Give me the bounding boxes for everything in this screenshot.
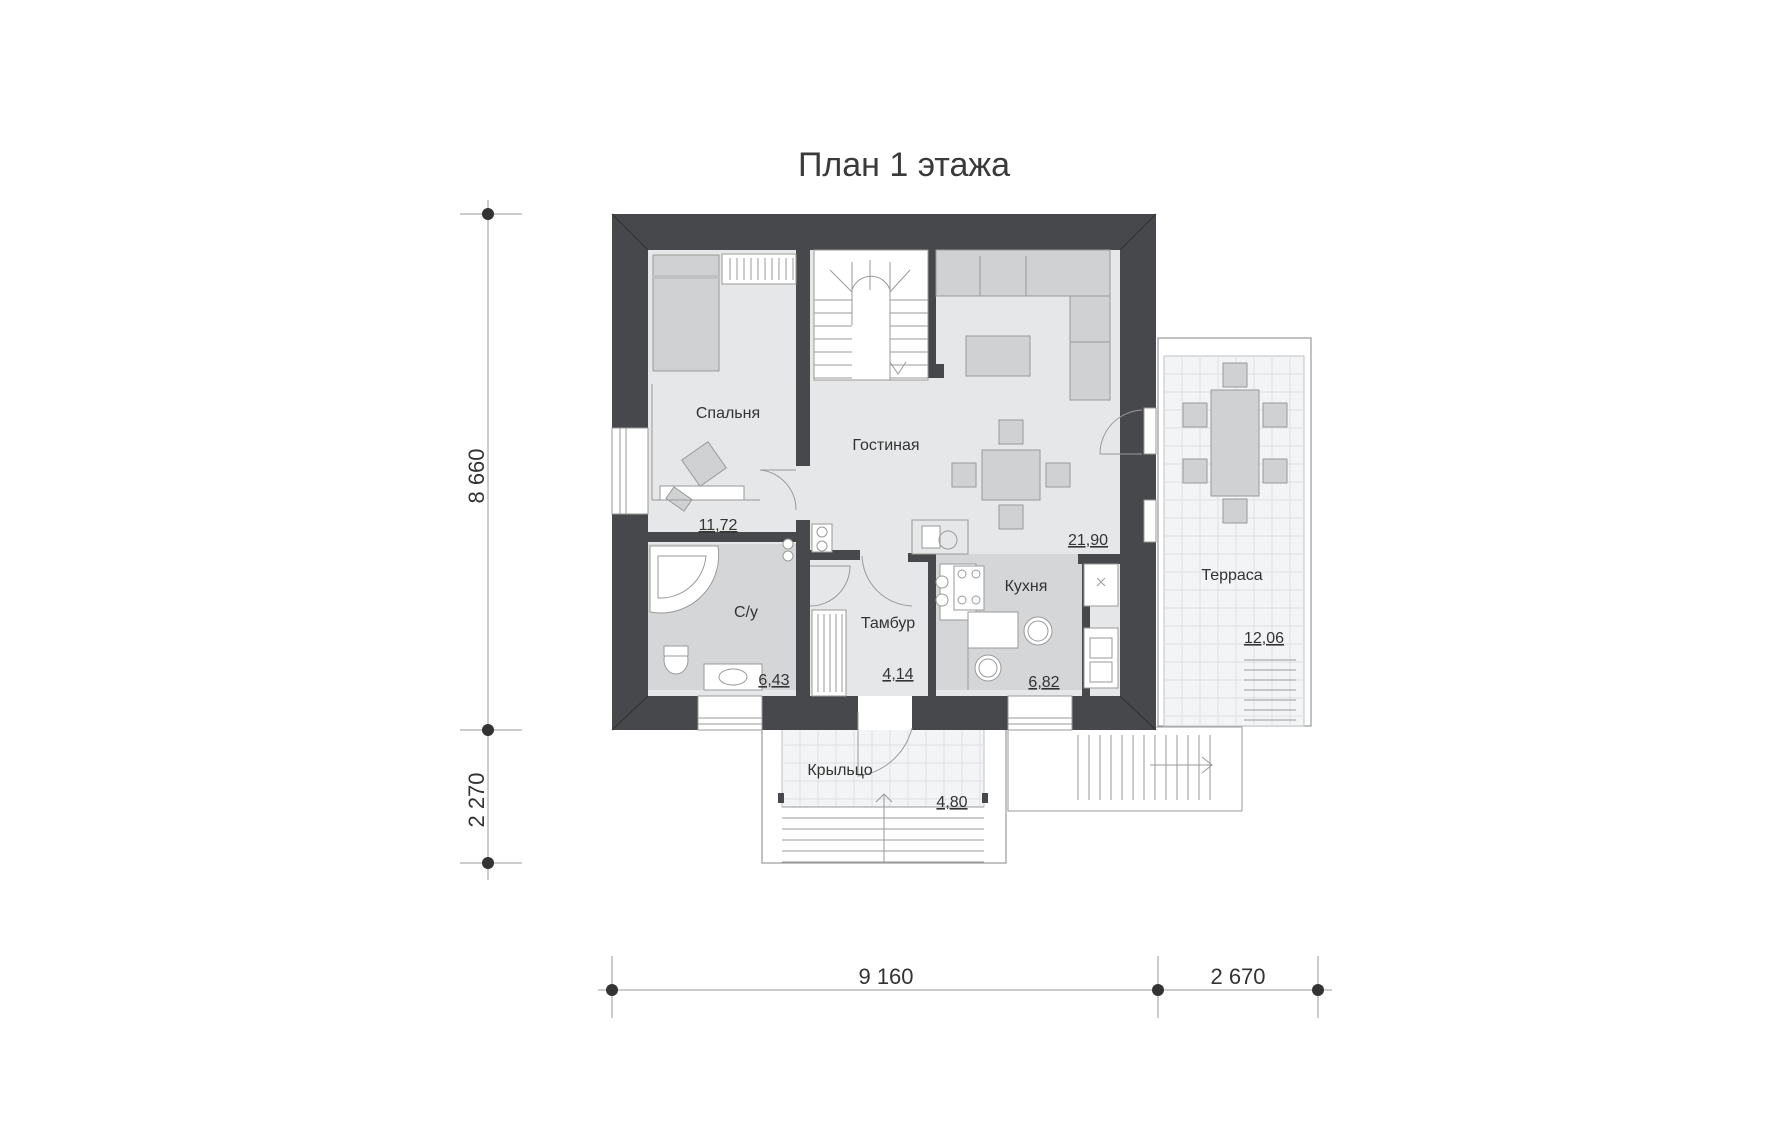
dimension-mark (482, 208, 494, 220)
terrace-stairs (1244, 659, 1296, 721)
terrace-chair (1182, 402, 1208, 428)
bedroom-edge (651, 384, 760, 501)
terrace-chair (1262, 458, 1288, 484)
fridge (1083, 563, 1119, 607)
bedroom-furniture (651, 253, 797, 512)
window-living-east-2 (1143, 499, 1157, 543)
room-area-terrace: 12,06 (1244, 630, 1284, 647)
terrace-chair (1262, 402, 1288, 428)
wall-kitchen-top (1078, 554, 1120, 564)
room-area-bedroom: 11,72 (699, 517, 738, 534)
wall-east (1120, 214, 1156, 730)
stair-winder (851, 275, 891, 380)
room-name-bedroom: Спальня (696, 405, 760, 422)
wall-bath-vestibule (796, 536, 810, 696)
corner-bathtub (649, 545, 720, 614)
door-terrace (1099, 409, 1143, 455)
dining-chair (998, 419, 1024, 445)
wall-stair-column (928, 364, 944, 378)
room-name-bathroom: С/у (734, 604, 758, 621)
vestibule-furniture (811, 523, 847, 697)
room-area-bathroom: 6,43 (758, 672, 789, 689)
bed (652, 254, 720, 372)
wall-vestibule-kitchen (928, 560, 936, 696)
dimension-mark (1152, 984, 1164, 996)
bathroom-fixtures (649, 538, 794, 691)
window-kitchen (1007, 695, 1073, 731)
terrace-lower-deck (1007, 726, 1243, 812)
stair-arrow (889, 361, 907, 375)
meter-box (811, 523, 833, 553)
dining-chair (1045, 462, 1071, 488)
wall-vestibule-top-right (908, 553, 936, 562)
wall-north (612, 214, 1156, 250)
staircase (813, 249, 929, 381)
wardrobe (721, 253, 797, 285)
terrace-chair (1182, 458, 1208, 484)
room-name-living: Гостиная (852, 437, 919, 454)
porch-post (778, 793, 784, 803)
door-bedroom (759, 469, 797, 511)
dimension-width-main: 9 160 (858, 964, 913, 989)
wall-bedroom-living (796, 214, 810, 466)
windows (611, 407, 1157, 777)
side-stairs (1077, 735, 1211, 800)
dimension-mark (606, 984, 618, 996)
kitchen-furniture (935, 563, 1119, 690)
dimension-height-main: 8 660 (464, 448, 489, 503)
wall-vestibule-top (810, 550, 860, 560)
dining-table (981, 449, 1041, 501)
living-furniture (911, 249, 1111, 555)
room-name-kitchen: Кухня (1005, 578, 1048, 595)
doors (759, 409, 1143, 607)
door-living-vestibule (861, 555, 913, 607)
room-area-vestibule: 4,14 (882, 666, 913, 683)
terrace-table (1210, 389, 1260, 497)
porch-stairs (782, 806, 984, 863)
kitchen-bar-counter (967, 611, 1019, 649)
desk-chair (665, 486, 693, 512)
porch-deck-grid (782, 727, 984, 807)
entrance-door-opening (858, 696, 912, 730)
room-area-porch: 4,80 (936, 794, 967, 811)
porch (761, 726, 1007, 864)
window-bathroom (697, 695, 763, 731)
terrace-chair (1222, 498, 1248, 524)
terrace-chair (1222, 362, 1248, 388)
wall-stair (928, 250, 936, 372)
dining-chair (951, 462, 977, 488)
room-labels: Спальня 11,72 Гостиная 21,90 С/у 6,43 Та… (696, 405, 1284, 811)
armchair (681, 441, 727, 487)
plan-title: План 1 этажа (798, 146, 1010, 184)
terrace (1007, 337, 1312, 812)
stair-box (813, 249, 929, 381)
wall-corner-lines (611, 213, 1157, 731)
dimension-mark (482, 857, 494, 869)
sink (703, 663, 763, 691)
dining-chair (998, 504, 1024, 530)
wall-bedroom-bath (648, 532, 810, 542)
dimension-mark (482, 724, 494, 736)
door-bathroom (809, 565, 851, 607)
room-area-living: 21,90 (1068, 532, 1108, 549)
room-name-vestibule: Тамбур (861, 615, 915, 632)
window-bedroom (611, 427, 649, 515)
porch-direction-arrow (875, 793, 893, 862)
porch-post (982, 793, 988, 803)
room-name-porch: Крыльцо (807, 762, 872, 779)
dimension-width-terrace: 2 670 (1210, 964, 1265, 989)
wall-kitchen-right (1082, 554, 1090, 696)
room-area-kitchen: 6,82 (1028, 674, 1059, 691)
entrance-door-swing (857, 712, 913, 777)
boiler (782, 538, 794, 550)
window-living-east (1143, 407, 1157, 455)
dimension-mark (1312, 984, 1324, 996)
room-name-terrace: Терраса (1201, 567, 1262, 584)
dimensions: 8 660 2 270 9 160 2 670 (460, 200, 1332, 1018)
shoe-cabinet (811, 609, 847, 697)
stairs-direction-arrow (1150, 756, 1213, 774)
dimension-height-porch: 2 270 (464, 772, 489, 827)
coffee-table (965, 335, 1031, 377)
